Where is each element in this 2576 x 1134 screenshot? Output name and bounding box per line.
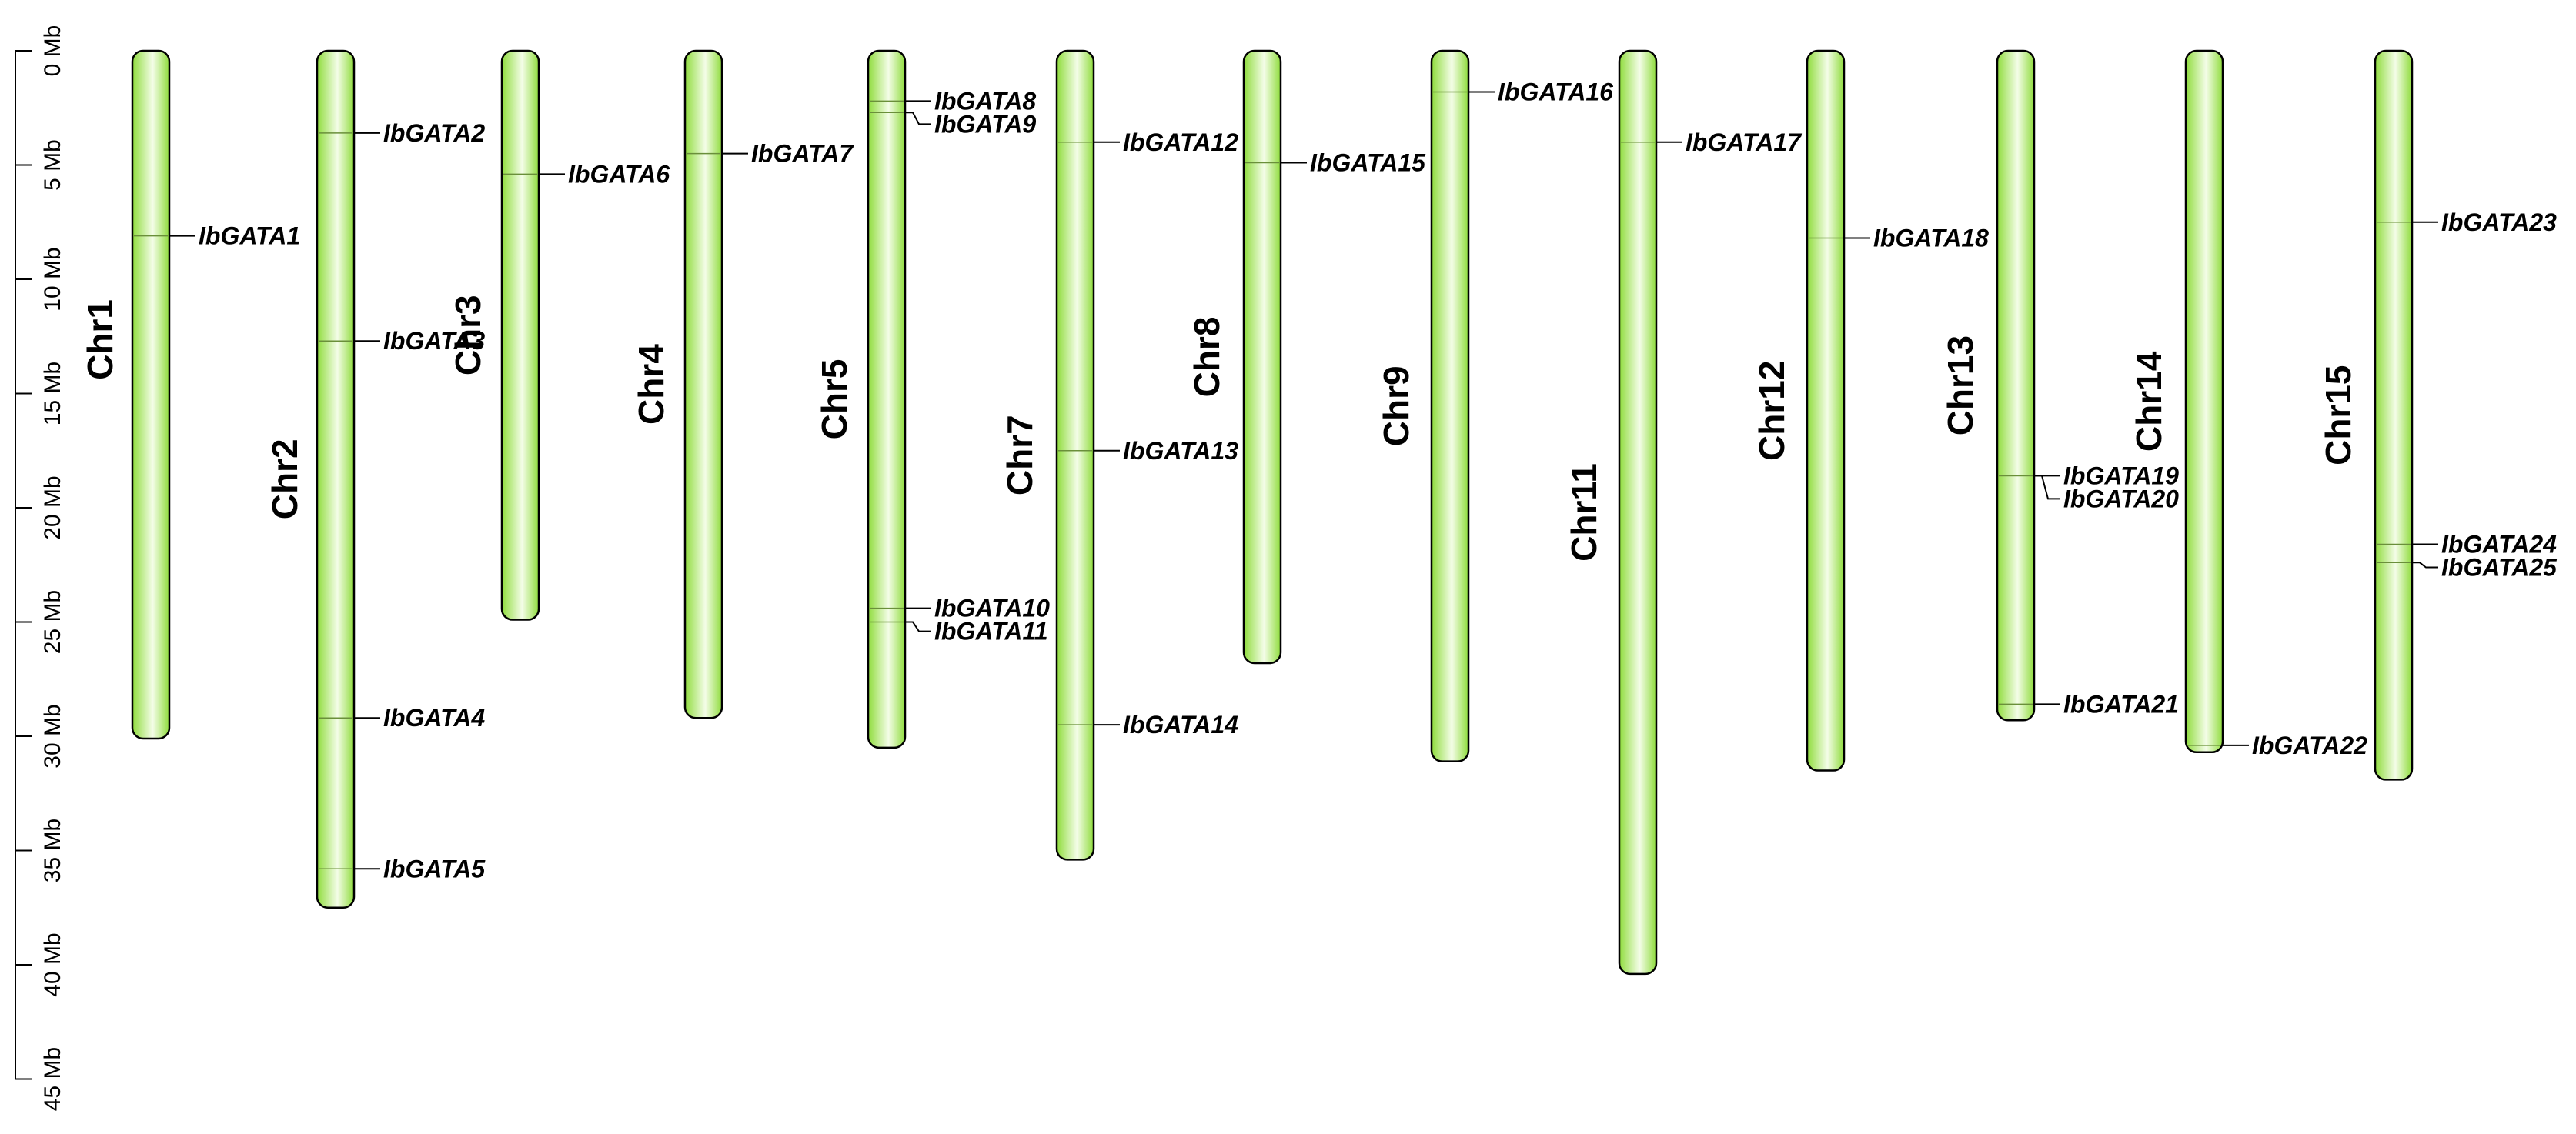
gene-connector (2412, 562, 2438, 569)
gene-label-ibgata8: IbGATA8 (934, 87, 1036, 115)
gene-label-ibgata6: IbGATA6 (568, 160, 670, 188)
gene-label-ibgata15: IbGATA15 (1310, 149, 1426, 177)
axis-tick-label: 40 Mb (40, 932, 65, 996)
chromosome-label: Chr15 (2318, 365, 2358, 465)
chromosome-bar (683, 49, 723, 719)
chromosome-label: Chr11 (1564, 463, 1604, 562)
chromosome-bar (1055, 49, 1095, 861)
axis-tick-label: 5 Mb (40, 139, 65, 191)
chromosome-label: Chr4 (631, 344, 671, 425)
chromosome-chr1: Chr1 IbGATA1 (80, 49, 300, 740)
chromosome-label: Chr13 (1940, 335, 1980, 435)
gene-label-ibgata12: IbGATA12 (1123, 128, 1238, 156)
axis-tick-label: 35 Mb (40, 819, 65, 882)
chromosome-bar (2184, 49, 2224, 754)
gene-label-ibgata20: IbGATA20 (2063, 485, 2179, 512)
gene-label-ibgata7: IbGATA7 (751, 140, 854, 168)
chromosome-bar (1242, 49, 1282, 665)
gene-label-ibgata21: IbGATA21 (2063, 690, 2179, 718)
gene-label-ibgata4: IbGATA4 (383, 704, 485, 732)
chromosome-bar (2374, 49, 2414, 781)
chromosome-label: Chr5 (814, 359, 854, 440)
chromosome-label: Chr3 (448, 295, 488, 375)
chromosome-bar (1806, 49, 1846, 772)
gene-label-ibgata22: IbGATA22 (2252, 732, 2367, 759)
gene-connector (905, 621, 931, 632)
gene-label-ibgata3: IbGATA3 (383, 327, 485, 355)
gene-label-ibgata16: IbGATA16 (1498, 78, 1613, 105)
chromosomes: Chr1IbGATA1Chr2IbGATA2IbGATA3IbGATA4IbGA… (80, 49, 2558, 976)
chromosome-chr11: Chr11 IbGATA17 (1564, 49, 1803, 976)
chromosome-bar (500, 49, 540, 621)
gene-label-ibgata18: IbGATA18 (1873, 225, 1989, 252)
gene-label-ibgata25: IbGATA25 (2441, 554, 2558, 582)
gene-label-ibgata23: IbGATA23 (2441, 208, 2557, 236)
gene-label-ibgata5: IbGATA5 (383, 855, 486, 882)
axis-tick-label: 30 Mb (40, 704, 65, 768)
gene-label-ibgata13: IbGATA13 (1123, 437, 1238, 465)
gene-label-ibgata10: IbGATA10 (934, 595, 1050, 622)
chromosome-bar (1618, 49, 1658, 976)
axis-tick-label: 10 Mb (40, 247, 65, 311)
chromosome-bar (1430, 49, 1470, 762)
gene-label-ibgata17: IbGATA17 (1686, 128, 1803, 156)
gene-connector (2034, 475, 2060, 500)
chromosome-chr3: Chr3 IbGATA6 (448, 49, 670, 621)
axis-tick-label: 0 Mb (40, 25, 65, 77)
chromosome-chr12: Chr12 IbGATA18 (1752, 49, 1989, 772)
axis-tick-label: 45 Mb (40, 1047, 65, 1111)
chromosome-bar (131, 49, 171, 740)
gene-connector (905, 112, 931, 125)
chromosome-bar (1996, 49, 2036, 722)
chromosome-label: Chr7 (1000, 415, 1040, 495)
scale-axis: 0 Mb 5 Mb 10 Mb 15 Mb 20 Mb 25 Mb 30 Mb 35 Mb 40… (15, 25, 65, 1111)
gene-label-ibgata2: IbGATA2 (383, 119, 485, 147)
chromosome-label: Chr8 (1187, 317, 1227, 398)
chromosome-label: Chr12 (1752, 361, 1792, 461)
gene-label-ibgata11: IbGATA11 (934, 618, 1048, 645)
chromosome-label: Chr14 (2129, 351, 2169, 452)
gene-label-ibgata24: IbGATA24 (2441, 531, 2557, 559)
chromosome-label: Chr9 (1376, 365, 1416, 446)
axis-tick-label: 20 Mb (40, 475, 65, 539)
chromosome-label: Chr1 (80, 299, 120, 380)
chromosome-chr9: Chr9 IbGATA16 (1376, 49, 1613, 762)
axis-tick-label: 15 Mb (40, 362, 65, 425)
gene-label-ibgata1: IbGATA1 (199, 222, 300, 250)
chromosome-chr8: Chr8 IbGATA15 (1187, 49, 1426, 665)
chromosome-bar (316, 49, 356, 909)
chromosome-chr4: Chr4 IbGATA7 (631, 49, 854, 719)
gene-label-ibgata14: IbGATA14 (1123, 711, 1238, 739)
gene-label-ibgata9: IbGATA9 (934, 110, 1036, 138)
axis-tick-label: 25 Mb (40, 590, 65, 654)
gene-label-ibgata19: IbGATA19 (2063, 462, 2179, 489)
chromosome-bar (867, 49, 907, 749)
chromosome-label: Chr2 (265, 439, 305, 519)
